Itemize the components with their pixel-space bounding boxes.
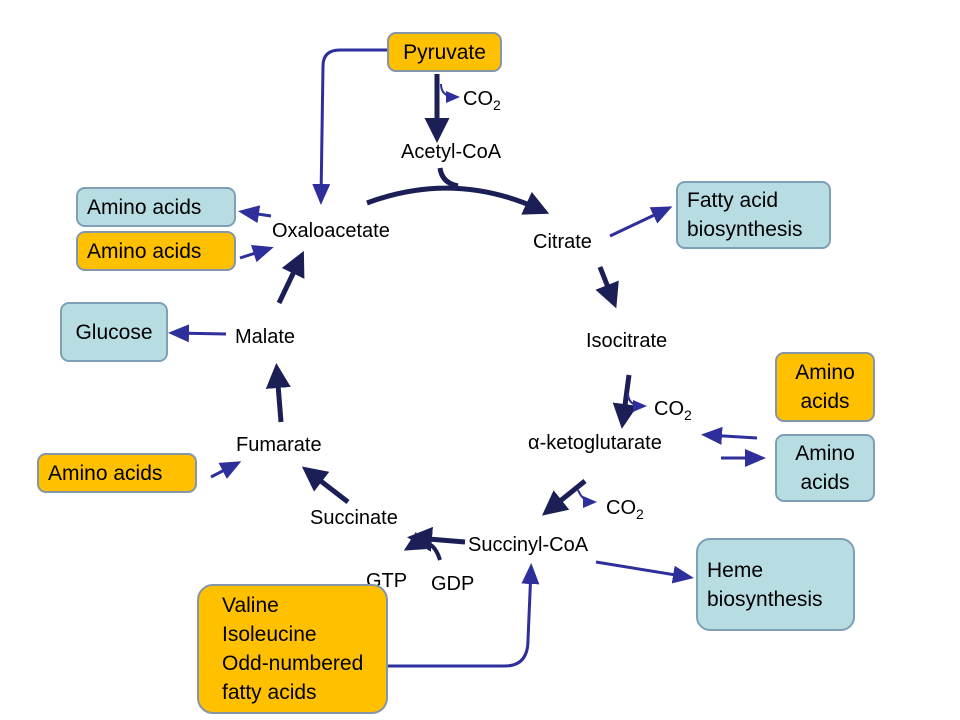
glucose-box: Glucose (60, 302, 168, 362)
co2-label-isocitrate: CO2 (654, 398, 692, 423)
arrow-acetyl-coa-join (437, 167, 459, 189)
succinyl-coa-sources-box: Valine Isoleucine Odd-numbered fatty aci… (197, 584, 388, 714)
arrow-malate-to-oxaloacetate (276, 250, 305, 305)
arrow-citrate-to-fatty-acid (609, 206, 673, 238)
succinyl-coa-label: Succinyl-CoA (468, 534, 589, 556)
arrow-oaa-to-amino-acids (238, 205, 272, 224)
malate-label: Malate (235, 326, 296, 348)
arrow-gdp-gtp-loop (403, 531, 442, 561)
co2-hook-isocitrate (627, 392, 647, 412)
arrow-oxaloacetate-to-citrate (366, 185, 550, 215)
citrate-label: Citrate (533, 231, 592, 253)
amino-acids-box-into-oaa: Amino acids (76, 231, 236, 271)
amino-acids-box-from-oaa: Amino acids (76, 187, 236, 227)
arrow-isocitrate-to-akg (612, 374, 638, 429)
side-arrows (168, 48, 766, 668)
arrow-amino-acids-to-oaa (239, 245, 274, 263)
arrow-amino-acids-to-akg (701, 426, 758, 445)
arrow-pyruvate-to-oxaloacetate (312, 48, 387, 205)
arrow-succinyl-coa-to-heme (595, 560, 694, 584)
co2-label-akg: CO2 (606, 497, 644, 522)
acetyl-coa-label: Acetyl-CoA (401, 141, 502, 163)
arrow-fumarate-to-malate (265, 363, 291, 423)
fumarate-label: Fumarate (236, 434, 322, 456)
oxaloacetate-label: Oxaloacetate (272, 220, 390, 242)
alpha-ketoglutarate-label: α-ketoglutarate (528, 432, 662, 454)
co2-hook-akg (577, 489, 597, 508)
gdp-label: GDP (431, 573, 475, 595)
pyruvate-box: Pyruvate (387, 32, 502, 72)
amino-acids-box-into-fumarate: Amino acids (37, 453, 197, 493)
arrow-succinate-to-fumarate (301, 466, 350, 504)
co2-release-arrows (440, 83, 647, 508)
succinate-label: Succinate (310, 507, 398, 529)
co2-label-pyruvate: CO2 (463, 88, 501, 113)
arrow-citrate-to-isocitrate (595, 266, 619, 309)
arrow-akg-to-succinyl-coa (541, 479, 587, 516)
isocitrate-label: Isocitrate (586, 330, 668, 352)
arrow-malate-to-glucose (168, 324, 227, 343)
arrow-amino-acids-to-succinyl-coa (376, 563, 540, 668)
arrow-amino-acids-to-fumarate (210, 461, 242, 479)
cycle-arrows (265, 74, 638, 561)
co2-hook-pyruvate (440, 83, 460, 103)
